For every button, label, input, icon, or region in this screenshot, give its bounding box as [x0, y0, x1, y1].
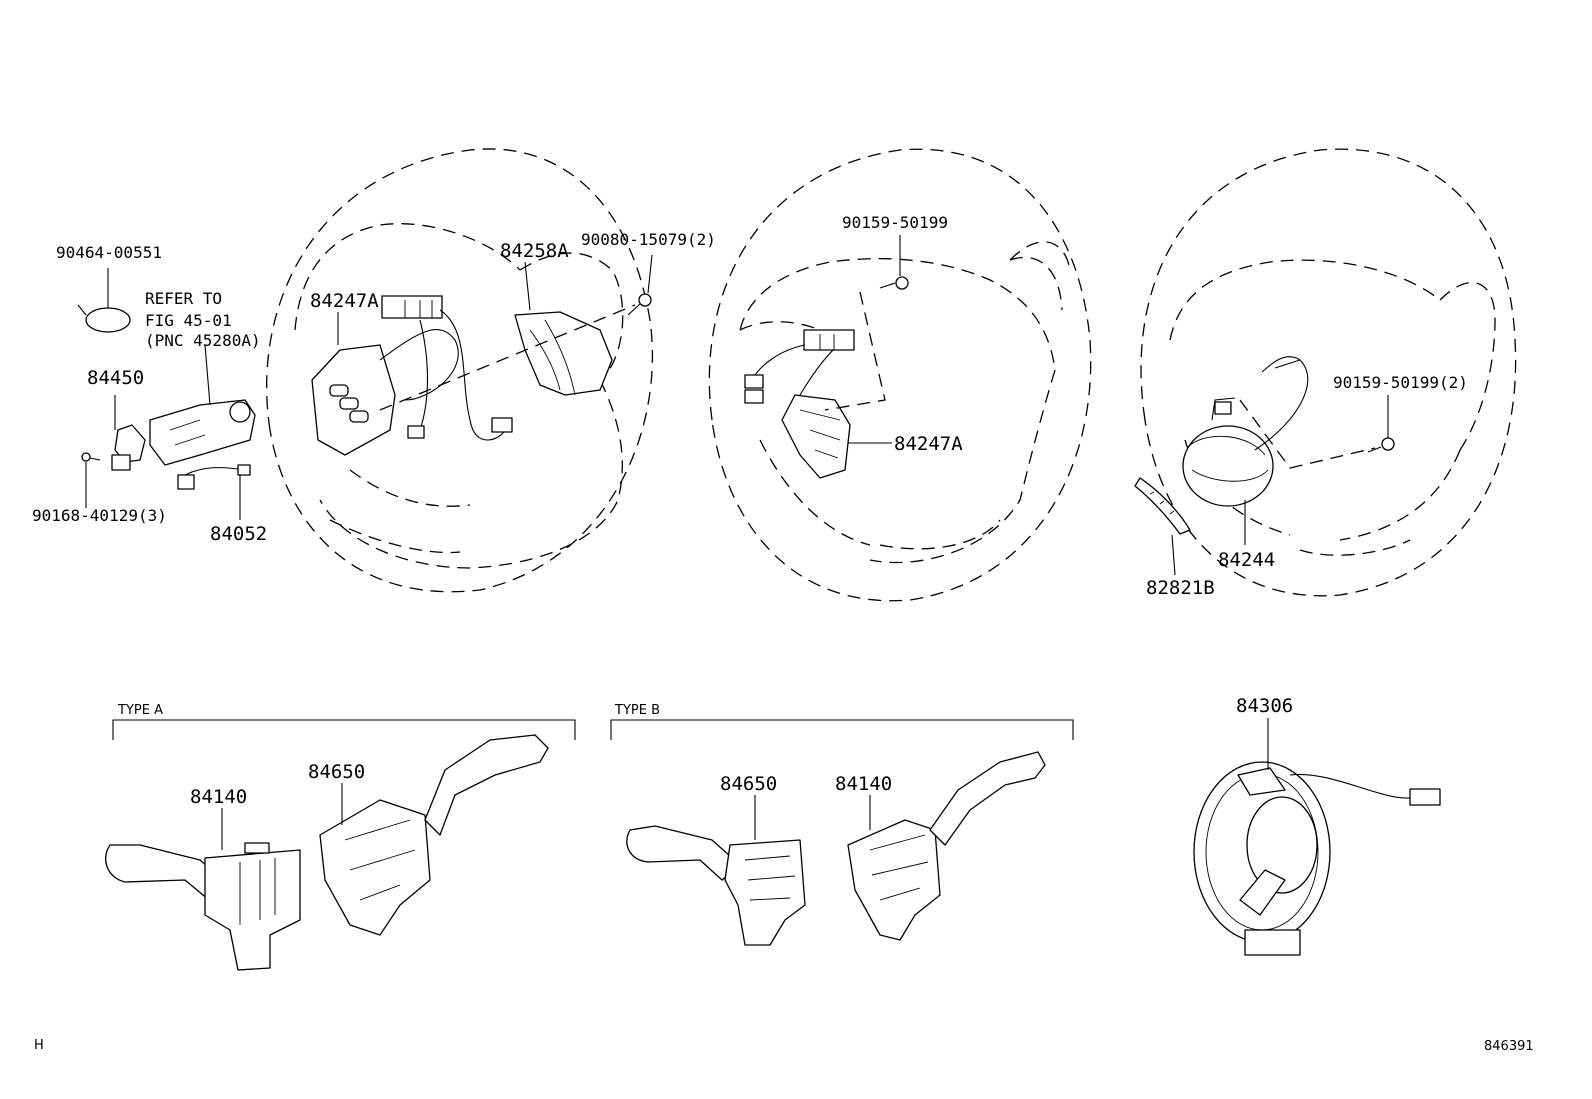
- label-90159-50199-right: 90159-50199(2): [1333, 373, 1468, 392]
- turn-signal-switch-84140-type-b: [847, 751, 1046, 941]
- label-84306: 84306: [1236, 695, 1293, 717]
- leader-82821B: [1171, 534, 1176, 576]
- spiral-cable-84306: [1193, 718, 1441, 956]
- label-84650-type-a: 84650: [308, 761, 365, 783]
- leader-dashed-2: [824, 291, 886, 411]
- ignition-switch-84450: [111, 395, 146, 471]
- label-90168-40129: 90168-40129(3): [32, 506, 167, 525]
- turn-signal-switch-84140-type-a: [105, 808, 301, 971]
- label-82821b: 82821B: [1146, 577, 1215, 599]
- airbag-84244: [1182, 356, 1309, 507]
- label-fig-45-01: FIG 45-01: [145, 311, 232, 330]
- switch-assembly-84247A-left: [311, 295, 513, 456]
- label-84650-type-b: 84650: [720, 773, 777, 795]
- steering-wheel-left: [266, 148, 654, 593]
- bracket-type-a: [112, 719, 576, 740]
- label-84244: 84244: [1218, 549, 1275, 571]
- leader-dashed-1: [379, 304, 636, 411]
- screw-90159-right: [1367, 395, 1395, 453]
- leader-84258A: [524, 261, 531, 311]
- label-type-a: TYPE A: [117, 703, 163, 718]
- label-84258a: 84258A: [500, 240, 569, 262]
- label-type-b: TYPE B: [614, 703, 660, 718]
- cover-82821B: [1134, 477, 1191, 535]
- wiper-switch-84650-type-b: [626, 795, 806, 946]
- label-pnc-45280a: (PNC 45280A): [145, 331, 261, 350]
- screw-90159-center: [879, 235, 909, 290]
- steering-wheel-center: [708, 148, 1092, 602]
- label-figure-number: 846391: [1484, 1039, 1534, 1054]
- bracket-type-b: [610, 719, 1074, 740]
- screw-90080: [627, 254, 653, 316]
- label-refer-to: REFER TO: [145, 289, 222, 308]
- label-90159-50199-center: 90159-50199: [842, 213, 948, 232]
- label-84247a-left: 84247A: [310, 290, 379, 312]
- label-84140-type-b: 84140: [835, 773, 892, 795]
- steering-wheel-right: [1140, 148, 1517, 597]
- wire-harness-84052: [177, 464, 251, 520]
- leader-dashed-3: [1239, 399, 1376, 469]
- wiper-switch-84650-type-a: [319, 734, 549, 936]
- label-84247a-center: 84247A: [894, 433, 963, 455]
- screw-90168: [81, 452, 101, 508]
- switch-assembly-84247A-center: [744, 329, 855, 479]
- label-90464-00551: 90464-00551: [56, 243, 162, 262]
- label-84052: 84052: [210, 523, 267, 545]
- label-84140-type-a: 84140: [190, 786, 247, 808]
- label-90080-15079: 90080-15079(2): [581, 230, 716, 249]
- label-corner-h: H: [34, 1038, 44, 1053]
- label-84450: 84450: [87, 367, 144, 389]
- clamp-90464: [77, 268, 131, 333]
- steering-lock-housing: [149, 344, 256, 466]
- cover-84258A: [514, 311, 613, 396]
